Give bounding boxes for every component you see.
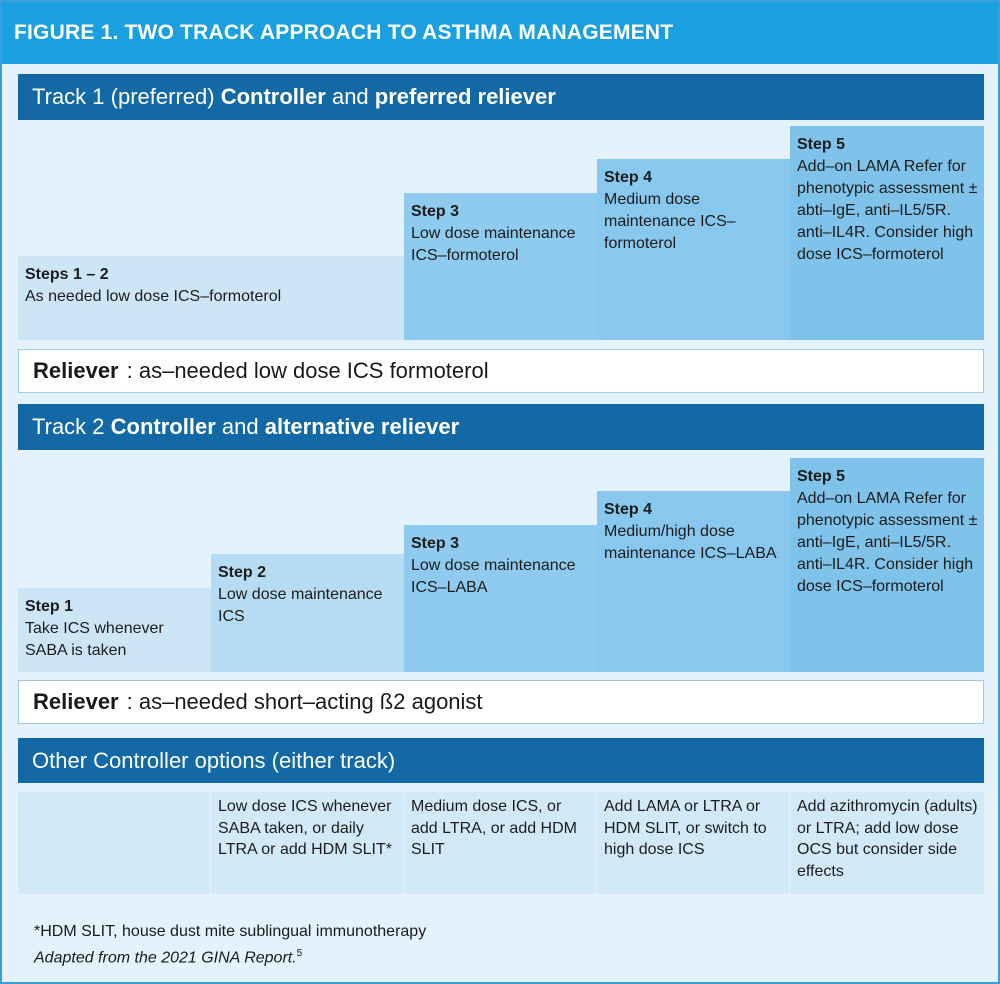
step-heading: Step 4	[604, 501, 653, 518]
footnote-abbreviation: *HDM SLIT, house dust mite sublingual im…	[34, 923, 427, 940]
reliever-text: : as–needed low dose ICS formoterol	[126, 358, 489, 383]
reliever-label: Reliever	[33, 689, 119, 714]
track2-header-label: Track 2	[32, 414, 105, 439]
track2-reliever: Reliever : as–needed short–acting ß2 agon…	[18, 680, 984, 724]
step-heading: Step 4	[604, 169, 653, 186]
other-option-step-1	[18, 792, 210, 894]
track1-reliever: Reliever : as–needed low dose ICS formote…	[18, 349, 984, 393]
track2-header-controller: Controller	[110, 414, 216, 439]
track1-step-4: Step 4 Medium dose maintenance ICS–formo…	[597, 159, 790, 340]
step-description: Take ICS whenever SABA is taken	[25, 620, 164, 659]
track2-header: Track 2 Controller and alternative relie…	[18, 404, 984, 450]
source-text: Adapted from the 2021 GINA Report.	[34, 949, 297, 967]
other-option-step-3: Medium dose ICS, or add LTRA, or add HDM…	[404, 792, 596, 894]
figure-title: FIGURE 1. TWO TRACK APPROACH TO ASTHMA M…	[2, 2, 998, 64]
other-option-step-5: Add azithromycin (adults) or LTRA; add l…	[790, 792, 984, 894]
track1-header-controller: Controller	[220, 84, 326, 109]
step-description: Low dose maintenance ICS–LABA	[411, 557, 576, 596]
track1-step-1-2: Steps 1 – 2 As needed low dose ICS–formo…	[18, 256, 404, 340]
step-description: Low dose maintenance ICS–formoterol	[411, 225, 576, 264]
other-options-header: Other Controller options (either track)	[18, 738, 984, 783]
step-description: As needed low dose ICS–formoterol	[25, 288, 282, 305]
track1-header-reliever: preferred reliever	[374, 84, 556, 109]
step-heading: Step 1	[25, 598, 74, 615]
step-heading: Step 5	[797, 136, 846, 153]
footnote-source: Adapted from the 2021 GINA Report.5	[34, 943, 426, 969]
step-heading: Step 2	[218, 564, 267, 581]
track1-header: Track 1 (preferred) Controller and prefe…	[18, 74, 984, 120]
track2-step-1: Step 1 Take ICS whenever SABA is taken	[18, 588, 211, 672]
track2-step-2: Step 2 Low dose maintenance ICS	[211, 554, 404, 672]
step-description: Medium/high dose maintenance ICS–LABA	[604, 523, 777, 562]
track2-step-4: Step 4 Medium/high dose maintenance ICS–…	[597, 491, 790, 672]
track1-header-label: Track 1 (preferred)	[32, 84, 215, 109]
step-heading: Step 5	[797, 468, 846, 485]
track1-header-and: and	[331, 84, 369, 109]
step-description: Add–on LAMA Refer for phenotypic assessm…	[797, 158, 978, 263]
step-description: Medium dose maintenance ICS–formoterol	[604, 191, 736, 252]
step-heading: Step 3	[411, 203, 460, 220]
reliever-text: : as–needed short–acting ß2 agonist	[126, 689, 483, 714]
other-option-step-4: Add LAMA or LTRA or HDM SLIT, or switch …	[597, 792, 789, 894]
track1-step-3: Step 3 Low dose maintenance ICS–formoter…	[404, 193, 597, 340]
other-option-step-2: Low dose ICS whenever SABA taken, or dai…	[211, 792, 403, 894]
step-heading: Step 3	[411, 535, 460, 552]
track2-header-reliever: alternative reliever	[264, 414, 460, 439]
reliever-label: Reliever	[33, 358, 119, 383]
step-description: Add–on LAMA Refer for phenotypic assessm…	[797, 490, 978, 595]
step-heading: Steps 1 – 2	[25, 266, 109, 283]
other-options-title: Other Controller options (either track)	[32, 747, 396, 773]
track2-step-5: Step 5 Add–on LAMA Refer for phenotypic …	[790, 458, 984, 672]
track2-header-and: and	[221, 414, 259, 439]
reference-number: 5	[296, 948, 303, 959]
step-description: Low dose maintenance ICS	[218, 586, 383, 625]
track2-step-3: Step 3 Low dose maintenance ICS–LABA	[404, 525, 597, 672]
footnote: *HDM SLIT, house dust mite sublingual im…	[34, 921, 426, 969]
track1-step-5: Step 5 Add–on LAMA Refer for phenotypic …	[790, 126, 984, 340]
